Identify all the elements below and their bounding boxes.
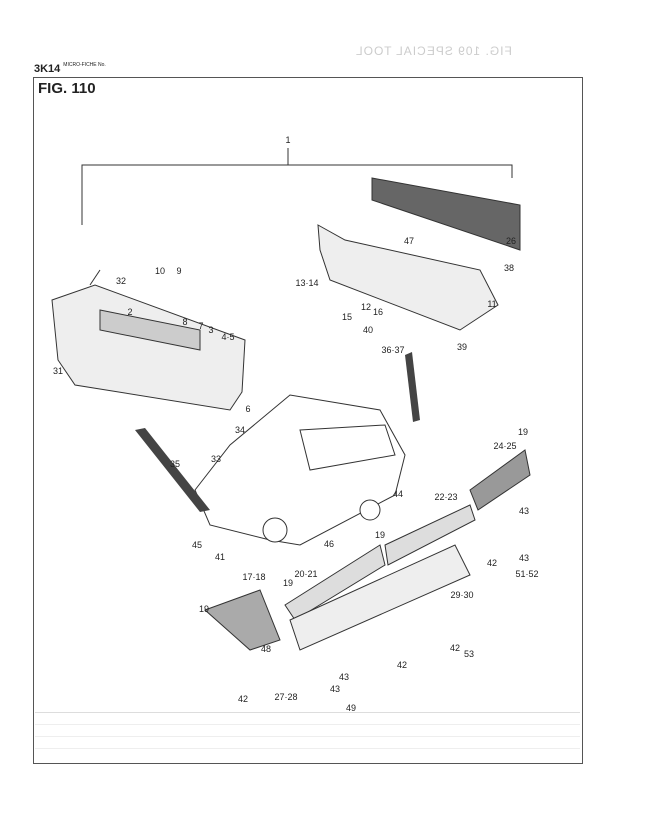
part-number-label: 3	[208, 325, 214, 335]
figure-frame	[33, 77, 583, 764]
part-number-label: 43	[338, 672, 350, 682]
part-number-label: 43	[518, 506, 530, 516]
part-number-label: 45	[191, 540, 203, 550]
part-number-label: 9	[176, 266, 182, 276]
part-number-label: 12	[360, 302, 372, 312]
part-number-label: 39	[456, 342, 468, 352]
part-number-label: 32	[115, 276, 127, 286]
part-number-label: 1	[285, 135, 291, 145]
fender-strips	[135, 352, 420, 512]
part-number-label: 42	[449, 643, 461, 653]
part-number-label: 16	[372, 307, 384, 317]
part-number-label: 4·5	[221, 332, 235, 342]
part-number-label: 29·30	[450, 590, 474, 600]
part-number-label: 47	[403, 236, 415, 246]
part-number-label: 10	[154, 266, 166, 276]
part-number-label: 8	[182, 317, 188, 327]
front-bumper	[51, 269, 246, 411]
part-number-label: 33	[210, 454, 222, 464]
leader-bracket-1	[81, 148, 513, 225]
rear-bumper	[317, 177, 521, 331]
part-number-label: 38	[503, 263, 515, 273]
part-number-label: 44	[392, 489, 404, 499]
part-number-label: 27·28	[274, 692, 298, 702]
part-number-label: 19	[517, 427, 529, 437]
part-number-label: 22·23	[434, 492, 458, 502]
part-number-label: 40	[362, 325, 374, 335]
part-number-label: 6	[245, 404, 251, 414]
part-number-label: 43	[518, 553, 530, 563]
part-number-label: 19	[282, 578, 294, 588]
part-number-label: 13·14	[295, 278, 319, 288]
part-number-label: 19	[198, 604, 210, 614]
part-number-label: 36·37	[381, 345, 405, 355]
part-number-label: 43	[329, 684, 341, 694]
part-number-label: 51·52	[515, 569, 539, 579]
part-number-label: 7	[198, 321, 204, 331]
part-number-label: 35	[169, 459, 181, 469]
part-number-label: 26	[505, 236, 517, 246]
microfiche-number: 3K14	[34, 63, 61, 75]
part-number-label: 34	[234, 425, 246, 435]
part-number-label: 42	[237, 694, 249, 704]
part-number-label: 2	[127, 307, 133, 317]
part-number-label: 19	[374, 530, 386, 540]
bleed-through-rows	[35, 712, 580, 763]
side-sill-garnish	[204, 449, 531, 651]
part-number-label: 49	[345, 703, 357, 713]
vehicle-outline	[194, 394, 406, 546]
part-number-label: 42	[486, 558, 498, 568]
part-number-label: 42	[396, 660, 408, 670]
part-number-label: 48	[260, 644, 272, 654]
part-number-label: 11	[487, 299, 497, 309]
part-number-label: 41	[214, 552, 226, 562]
part-number-label: 17·18	[242, 572, 266, 582]
part-number-label: 46	[323, 539, 335, 549]
part-number-label: 24·25	[493, 441, 517, 451]
part-number-label: 15	[341, 312, 353, 322]
part-number-label: 31	[52, 366, 64, 376]
part-number-label: 53	[463, 649, 475, 659]
part-number-label: 20·21	[294, 569, 318, 579]
figure-title: FIG. 110	[38, 80, 96, 97]
microfiche-caption: MICRO-FICHE No.	[63, 62, 106, 68]
